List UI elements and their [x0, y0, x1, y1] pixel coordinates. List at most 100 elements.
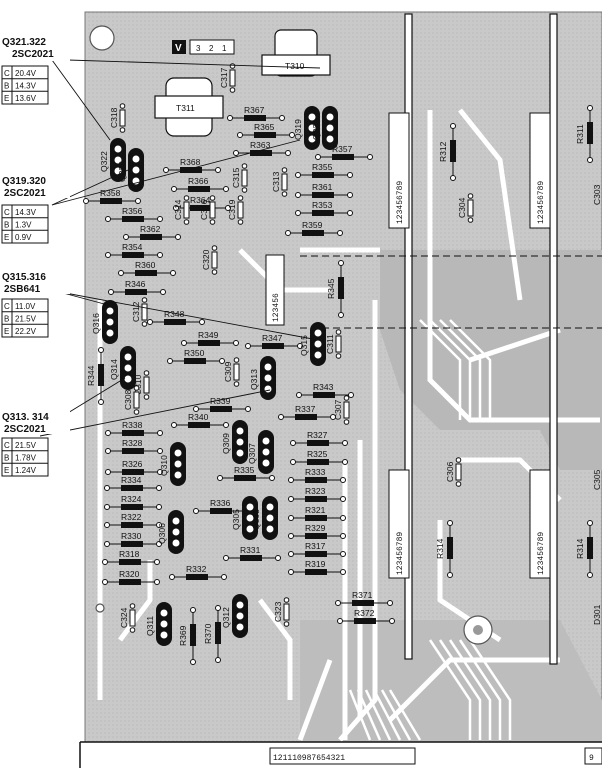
resistor-r365: R365 — [237, 122, 295, 138]
resistor-label: R318 — [119, 549, 140, 559]
t311-label: T311 — [176, 103, 195, 113]
group-title-q321-322: Q321.322 — [2, 37, 46, 48]
header-boxes: V 3 2 1 — [172, 39, 235, 55]
resistor-label: R358 — [100, 188, 121, 198]
capacitor-label: C309 — [223, 361, 233, 382]
transistor-q308: Q308 — [251, 496, 278, 540]
resistor-label: R311 — [575, 124, 585, 144]
resistor-label: R324 — [121, 494, 142, 504]
capacitor-c311: C311 — [325, 329, 342, 359]
group-title-q319-320: Q319.320 — [2, 176, 46, 187]
resistor-r348: R348 — [147, 309, 205, 325]
resistor-r332: R332 — [169, 564, 227, 580]
cell: 20.4V — [15, 69, 37, 78]
resistor-label: R331 — [240, 545, 261, 555]
transistor-label: Q309 — [221, 433, 231, 454]
resistor-r321: R321 — [288, 505, 346, 521]
edge-label-9: 9 — [589, 754, 594, 763]
resistor-label: R321 — [305, 505, 326, 515]
resistor-r311: R311 — [575, 105, 593, 163]
resistor-label: R350 — [184, 348, 205, 358]
cell: E — [4, 466, 9, 475]
resistor-label: R334 — [121, 475, 142, 485]
transistor-label: Q314 — [109, 359, 119, 380]
cell: 13.6V — [15, 94, 37, 103]
group-part-q321-322: 2SC2021 — [12, 49, 54, 60]
capacitor-c312: C312 — [131, 297, 148, 327]
resistor-label: R312 — [438, 141, 448, 162]
resistor-r343: R343 — [296, 382, 354, 398]
resistor-label: R314 — [575, 538, 585, 559]
table-q313-314: C 21.5V B 1.78V E 1.24V — [1, 437, 49, 477]
resistor-r323: R323 — [288, 486, 346, 502]
capacitor-label: C316 — [199, 199, 209, 220]
resistor-label: R368 — [180, 157, 201, 167]
edge-label-c303: C303 — [592, 184, 602, 205]
resistor-r363: R363 — [233, 140, 291, 156]
resistor-label: R345 — [326, 278, 336, 299]
edge-label-c305: C305 — [592, 469, 602, 490]
capacitor-label: C318 — [109, 107, 119, 128]
resistor-r367: R367 — [227, 105, 285, 121]
connector-lower-mid-label: 123456789 — [396, 532, 405, 575]
header-box-2: 2 — [209, 44, 214, 53]
resistor-label: R371 — [352, 590, 373, 600]
transistor-label: Q306 — [157, 523, 167, 544]
resistor-r346: R346 — [108, 279, 166, 295]
resistor-label: R349 — [198, 330, 219, 340]
resistor-label: R367 — [244, 105, 265, 115]
cell: B — [4, 221, 9, 230]
capacitor-c315: C315 — [231, 163, 248, 193]
transistor-q306: Q306 — [157, 510, 184, 554]
resistors: R367R365R363R368R366R364R358R356R362R354… — [83, 105, 593, 665]
table-q315-316: C 11.0V B 21.5V E 22.2V — [1, 298, 49, 338]
cell: 14.3V — [15, 82, 37, 91]
resistor-label: R333 — [305, 467, 326, 477]
resistor-label: R363 — [250, 140, 271, 150]
resistor-r325: R325 — [290, 449, 348, 465]
connector-upper-right-label: 123456789 — [537, 181, 546, 224]
resistor-r334: R334 — [104, 475, 162, 491]
mount-hole — [89, 25, 115, 51]
resistor-label: R369 — [178, 625, 188, 646]
transistor-label: Q313 — [249, 369, 259, 390]
resistor-r366: R366 — [171, 176, 229, 192]
capacitor-c308: C308 — [123, 385, 140, 415]
resistor-r314: R314 — [435, 520, 453, 578]
connector-small-label: 123456 — [272, 293, 281, 322]
resistor-label: R320 — [119, 569, 140, 579]
cell: B — [4, 82, 9, 91]
capacitor-c304: C304 — [457, 193, 474, 223]
resistor-r312: R312 — [438, 123, 456, 181]
pcb-traces — [97, 108, 600, 742]
resistor-r350: R350 — [167, 348, 225, 364]
resistor-r345: R345 — [326, 260, 344, 318]
resistor-label: R344 — [86, 365, 96, 386]
resistor-label: R332 — [186, 564, 207, 574]
resistor-label: R361 — [312, 182, 333, 192]
resistor-r370: R370 — [203, 605, 221, 663]
resistor-label: R343 — [313, 382, 334, 392]
capacitor-label: C307 — [333, 399, 343, 420]
group-title-q315-316: Q315.316 — [2, 272, 46, 283]
resistor-label: R355 — [312, 162, 333, 172]
cell: C — [4, 441, 10, 450]
resistor-label: R330 — [121, 531, 142, 541]
cell: B — [4, 315, 9, 324]
transistor-label: Q321 — [311, 119, 321, 140]
resistor-label: R325 — [307, 449, 328, 459]
resistor-label: R323 — [305, 486, 326, 496]
connector-upper-mid: 123456789 — [388, 112, 410, 229]
resistor-label: R336 — [210, 498, 231, 508]
voltage-tables: Q321.322 2SC2021 C 20.4V B 14.3V E 13.6V… — [0, 33, 70, 477]
resistor-label: R347 — [262, 333, 283, 343]
resistor-r361: R361 — [295, 182, 353, 198]
transistor-q305: Q305 — [231, 496, 258, 540]
resistor-r347: R347 — [245, 333, 303, 349]
cell: 1.78V — [15, 454, 37, 463]
resistor-r327: R327 — [290, 430, 348, 446]
table-q321-322: C 20.4V B 14.3V E 13.6V — [1, 65, 49, 105]
cell: 21.5V — [15, 315, 37, 324]
resistor-r369: R369 — [178, 607, 196, 665]
